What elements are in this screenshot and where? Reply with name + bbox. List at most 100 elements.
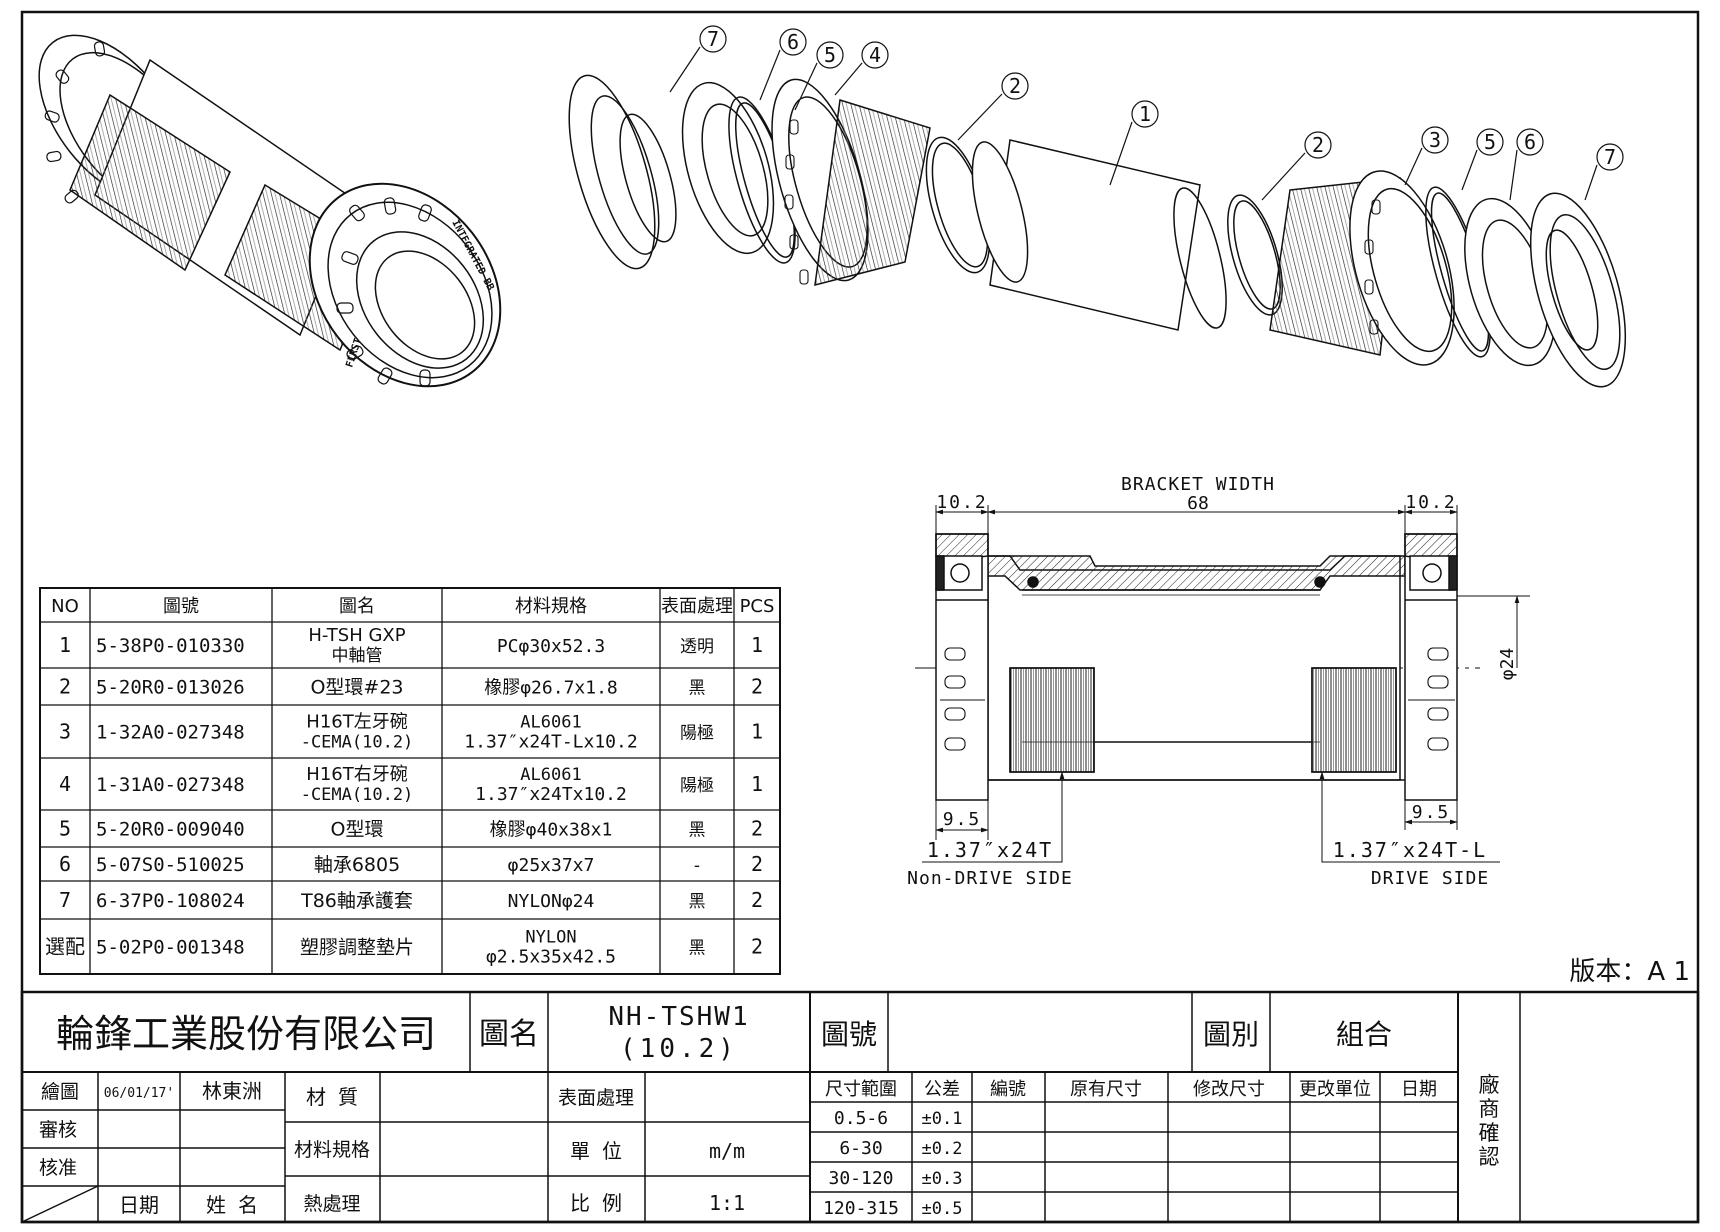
- part-balloon: 3: [1404, 126, 1449, 186]
- parts-table-cell: -CEMA(10.2): [301, 733, 414, 753]
- parts-table-cell: 2: [59, 675, 71, 699]
- parts-table-cell: 2: [751, 675, 763, 699]
- tolerance-value: ±0.3: [922, 1169, 963, 1189]
- parts-table-cell: 3: [59, 720, 71, 744]
- exploded-view: [568, 74, 1627, 388]
- approve-label: 核准: [39, 1157, 77, 1179]
- part-balloon: 7: [1584, 143, 1624, 201]
- parts-table-cell: 7: [59, 888, 71, 912]
- parts-table-cell: 黑: [689, 821, 706, 841]
- balloon-number: 6: [1524, 130, 1536, 154]
- tolerance-value: ±0.1: [922, 1109, 963, 1129]
- part-balloon: 2: [957, 72, 1029, 141]
- review-label: 審核: [39, 1119, 77, 1141]
- dim-right-thread-length: 9.5: [1412, 802, 1451, 823]
- tolerance-range: 120-315: [823, 1198, 899, 1219]
- tolerance-header-cell: 尺寸範圍: [825, 1079, 897, 1100]
- parts-table-cell: -: [694, 856, 700, 876]
- parts-table-cell: T86軸承護套: [300, 890, 413, 912]
- tolerance-header-cell: 修改尺寸: [1193, 1079, 1265, 1100]
- parts-table-cell: 橡膠φ40x38x1: [490, 820, 613, 841]
- material-spec-label: 材料規格: [294, 1139, 370, 1161]
- tolerance-header-cell: 編號: [990, 1079, 1026, 1100]
- parts-table-cell: 黑: [689, 679, 706, 699]
- title-block: [20, 990, 1700, 1224]
- category-value: 組合: [1336, 1018, 1392, 1051]
- part-balloon: 7: [669, 25, 727, 93]
- tolerance-row: 0.5-6±0.1: [834, 1108, 963, 1129]
- tolerance-row: 6-30±0.2: [839, 1138, 962, 1159]
- parts-table-cell: NYLON: [525, 928, 576, 948]
- dim-right-thread-spec: 1.37″x24T-L: [1333, 838, 1487, 862]
- balloon-number: 2: [1312, 133, 1324, 157]
- parts-table-cell: 1: [59, 633, 71, 657]
- parts-table-cell: 5-07S0-510025: [96, 854, 245, 876]
- name-label: 姓 名: [206, 1193, 258, 1217]
- tolerance-header-cell: 更改單位: [1299, 1079, 1371, 1100]
- dim-bracket-value: 68: [1187, 493, 1209, 514]
- parts-table-cell: H16T左牙碗: [306, 712, 407, 733]
- parts-table-header: 表面處理: [661, 596, 733, 617]
- part-balloon: 5: [794, 41, 844, 111]
- parts-table-cell: 5: [59, 817, 71, 841]
- tolerance-header-cell: 日期: [1401, 1079, 1437, 1100]
- parts-table-cell: 選配: [45, 935, 85, 959]
- scale-label: 比 例: [570, 1191, 622, 1215]
- part-balloon: 6: [1509, 128, 1544, 201]
- scale-value: 1:1: [709, 1191, 745, 1215]
- surface-label: 表面處理: [558, 1087, 634, 1109]
- balloon-number: 2: [1009, 74, 1021, 98]
- parts-table-cell: 橡膠φ26.7x1.8: [484, 678, 618, 699]
- parts-table-header: 圖名: [339, 596, 375, 617]
- parts-table-cell: 黑: [689, 939, 706, 959]
- part-balloon: 4: [834, 41, 889, 96]
- parts-table-cell: NYLONφ24: [508, 891, 595, 912]
- part-balloon: 1: [1109, 100, 1159, 186]
- category-label: 圖別: [1203, 1018, 1259, 1051]
- dim-right-side-label: DRIVE SIDE: [1371, 868, 1489, 889]
- balloon-number: 4: [869, 43, 881, 67]
- dim-left-thread-length: 9.5: [943, 809, 982, 830]
- dim-left-cup: 10.2: [936, 492, 987, 513]
- balloon-number: 1: [1139, 102, 1151, 126]
- parts-table-cell: 2: [751, 888, 763, 912]
- drawing-name-line1: NH-TSHW1: [608, 1002, 749, 1032]
- parts-table-cell: 5-20R0-009040: [96, 819, 245, 841]
- material-label: 材 質: [306, 1085, 358, 1109]
- parts-table-header: 圖號: [163, 596, 199, 617]
- parts-table-cell: O型環#23: [310, 677, 403, 699]
- parts-table-cell: 6-37P0-108024: [96, 890, 245, 912]
- unit-value: m/m: [709, 1139, 745, 1163]
- parts-table-cell: 1.37″x24Tx10.2: [475, 784, 627, 805]
- company-name: 輪鋒工業股份有限公司: [56, 1012, 436, 1056]
- parts-table-cell: H16T右牙碗: [306, 764, 407, 785]
- tolerance-header: 尺寸範圍公差編號原有尺寸修改尺寸更改單位日期: [825, 1079, 1437, 1100]
- unit-label: 單 位: [570, 1139, 622, 1163]
- parts-table-cell: H-TSH GXP: [308, 625, 405, 646]
- drawn-label: 繪圖: [41, 1081, 79, 1103]
- drawing-name-label: 圖名: [479, 1017, 539, 1052]
- parts-table-cell: -CEMA(10.2): [301, 785, 414, 805]
- parts-table-cell: 1-32A0-027348: [96, 722, 245, 744]
- balloon-number: 7: [707, 27, 719, 51]
- tolerance-row: 120-315 ±0.5: [823, 1198, 962, 1219]
- parts-table-cell: 2: [751, 852, 763, 876]
- parts-table-cell: 陽極: [680, 724, 714, 744]
- tolerance-value: ±0.5: [922, 1199, 963, 1219]
- part-balloon: 6: [759, 28, 807, 101]
- parts-table-cell: 1.37″x24T-Lx10.2: [464, 732, 637, 753]
- dim-right-cup: 10.2: [1405, 492, 1456, 513]
- parts-table-cell: 1: [751, 720, 763, 744]
- parts-table-header: PCS: [740, 596, 775, 617]
- balloon-number: 5: [824, 43, 836, 67]
